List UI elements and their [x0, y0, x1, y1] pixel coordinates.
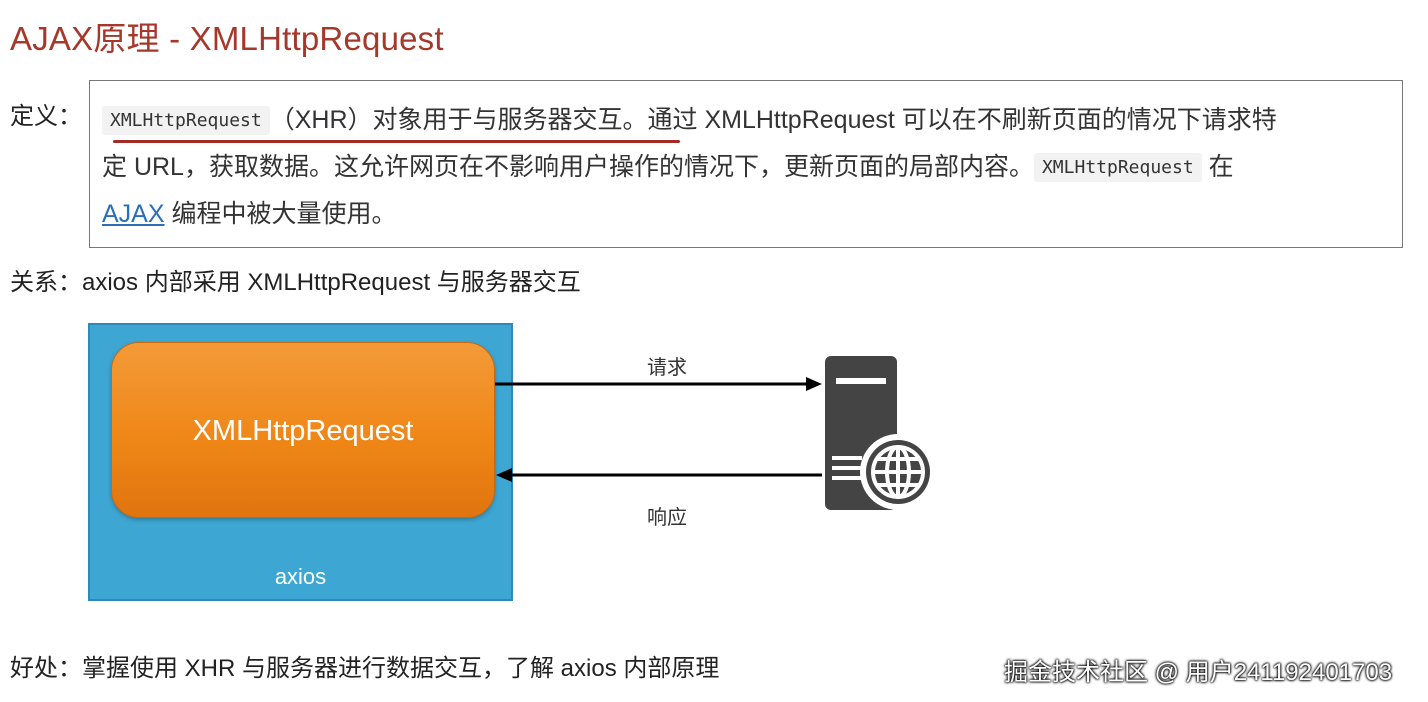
definition-box: XMLHttpRequest（XHR）对象用于与服务器交互。通过 XMLHttp…: [89, 80, 1403, 248]
definition-text-3: 编程中被大量使用。: [164, 200, 397, 228]
response-label: 响应: [647, 507, 687, 529]
page-title: AJAX原理 - XMLHttpRequest: [10, 20, 444, 57]
response-arrow: [496, 468, 822, 482]
definition-text-2-tail: 在: [1201, 153, 1234, 181]
definition-line-1: XMLHttpRequest（XHR）对象用于与服务器交互。通过 XMLHttp…: [102, 97, 1390, 144]
benefit-text: 好处：掌握使用 XHR 与服务器进行数据交互，了解 axios 内部原理: [10, 655, 720, 682]
xhr-box: XMLHttpRequest: [111, 342, 495, 518]
code-xmlhttprequest: XMLHttpRequest: [102, 106, 270, 135]
watermark: 掘金技术社区 @ 用户241192401703: [1004, 659, 1393, 686]
red-underline-annotation: [113, 140, 680, 143]
code-xmlhttprequest-2: XMLHttpRequest: [1033, 153, 1202, 182]
request-label: 请求: [647, 357, 687, 379]
definition-label: 定义：: [10, 103, 82, 130]
definition-text-2: 定 URL，获取数据。这允许网页在不影响用户操作的情况下，更新页面的局部内容。: [102, 153, 1034, 181]
request-arrow: [495, 377, 822, 391]
definition-line-2: 定 URL，获取数据。这允许网页在不影响用户操作的情况下，更新页面的局部内容。X…: [102, 144, 1390, 191]
definition-text-1: （XHR）对象用于与服务器交互。通过 XMLHttpRequest 可以在不刷新…: [269, 106, 1277, 134]
ajax-link[interactable]: AJAX: [102, 200, 165, 228]
server-globe-icon: [825, 356, 936, 510]
definition-line-3: AJAX 编程中被大量使用。: [102, 191, 1390, 238]
axios-label: axios: [274, 564, 327, 589]
relation-text: 关系：axios 内部采用 XMLHttpRequest 与服务器交互: [10, 269, 581, 296]
